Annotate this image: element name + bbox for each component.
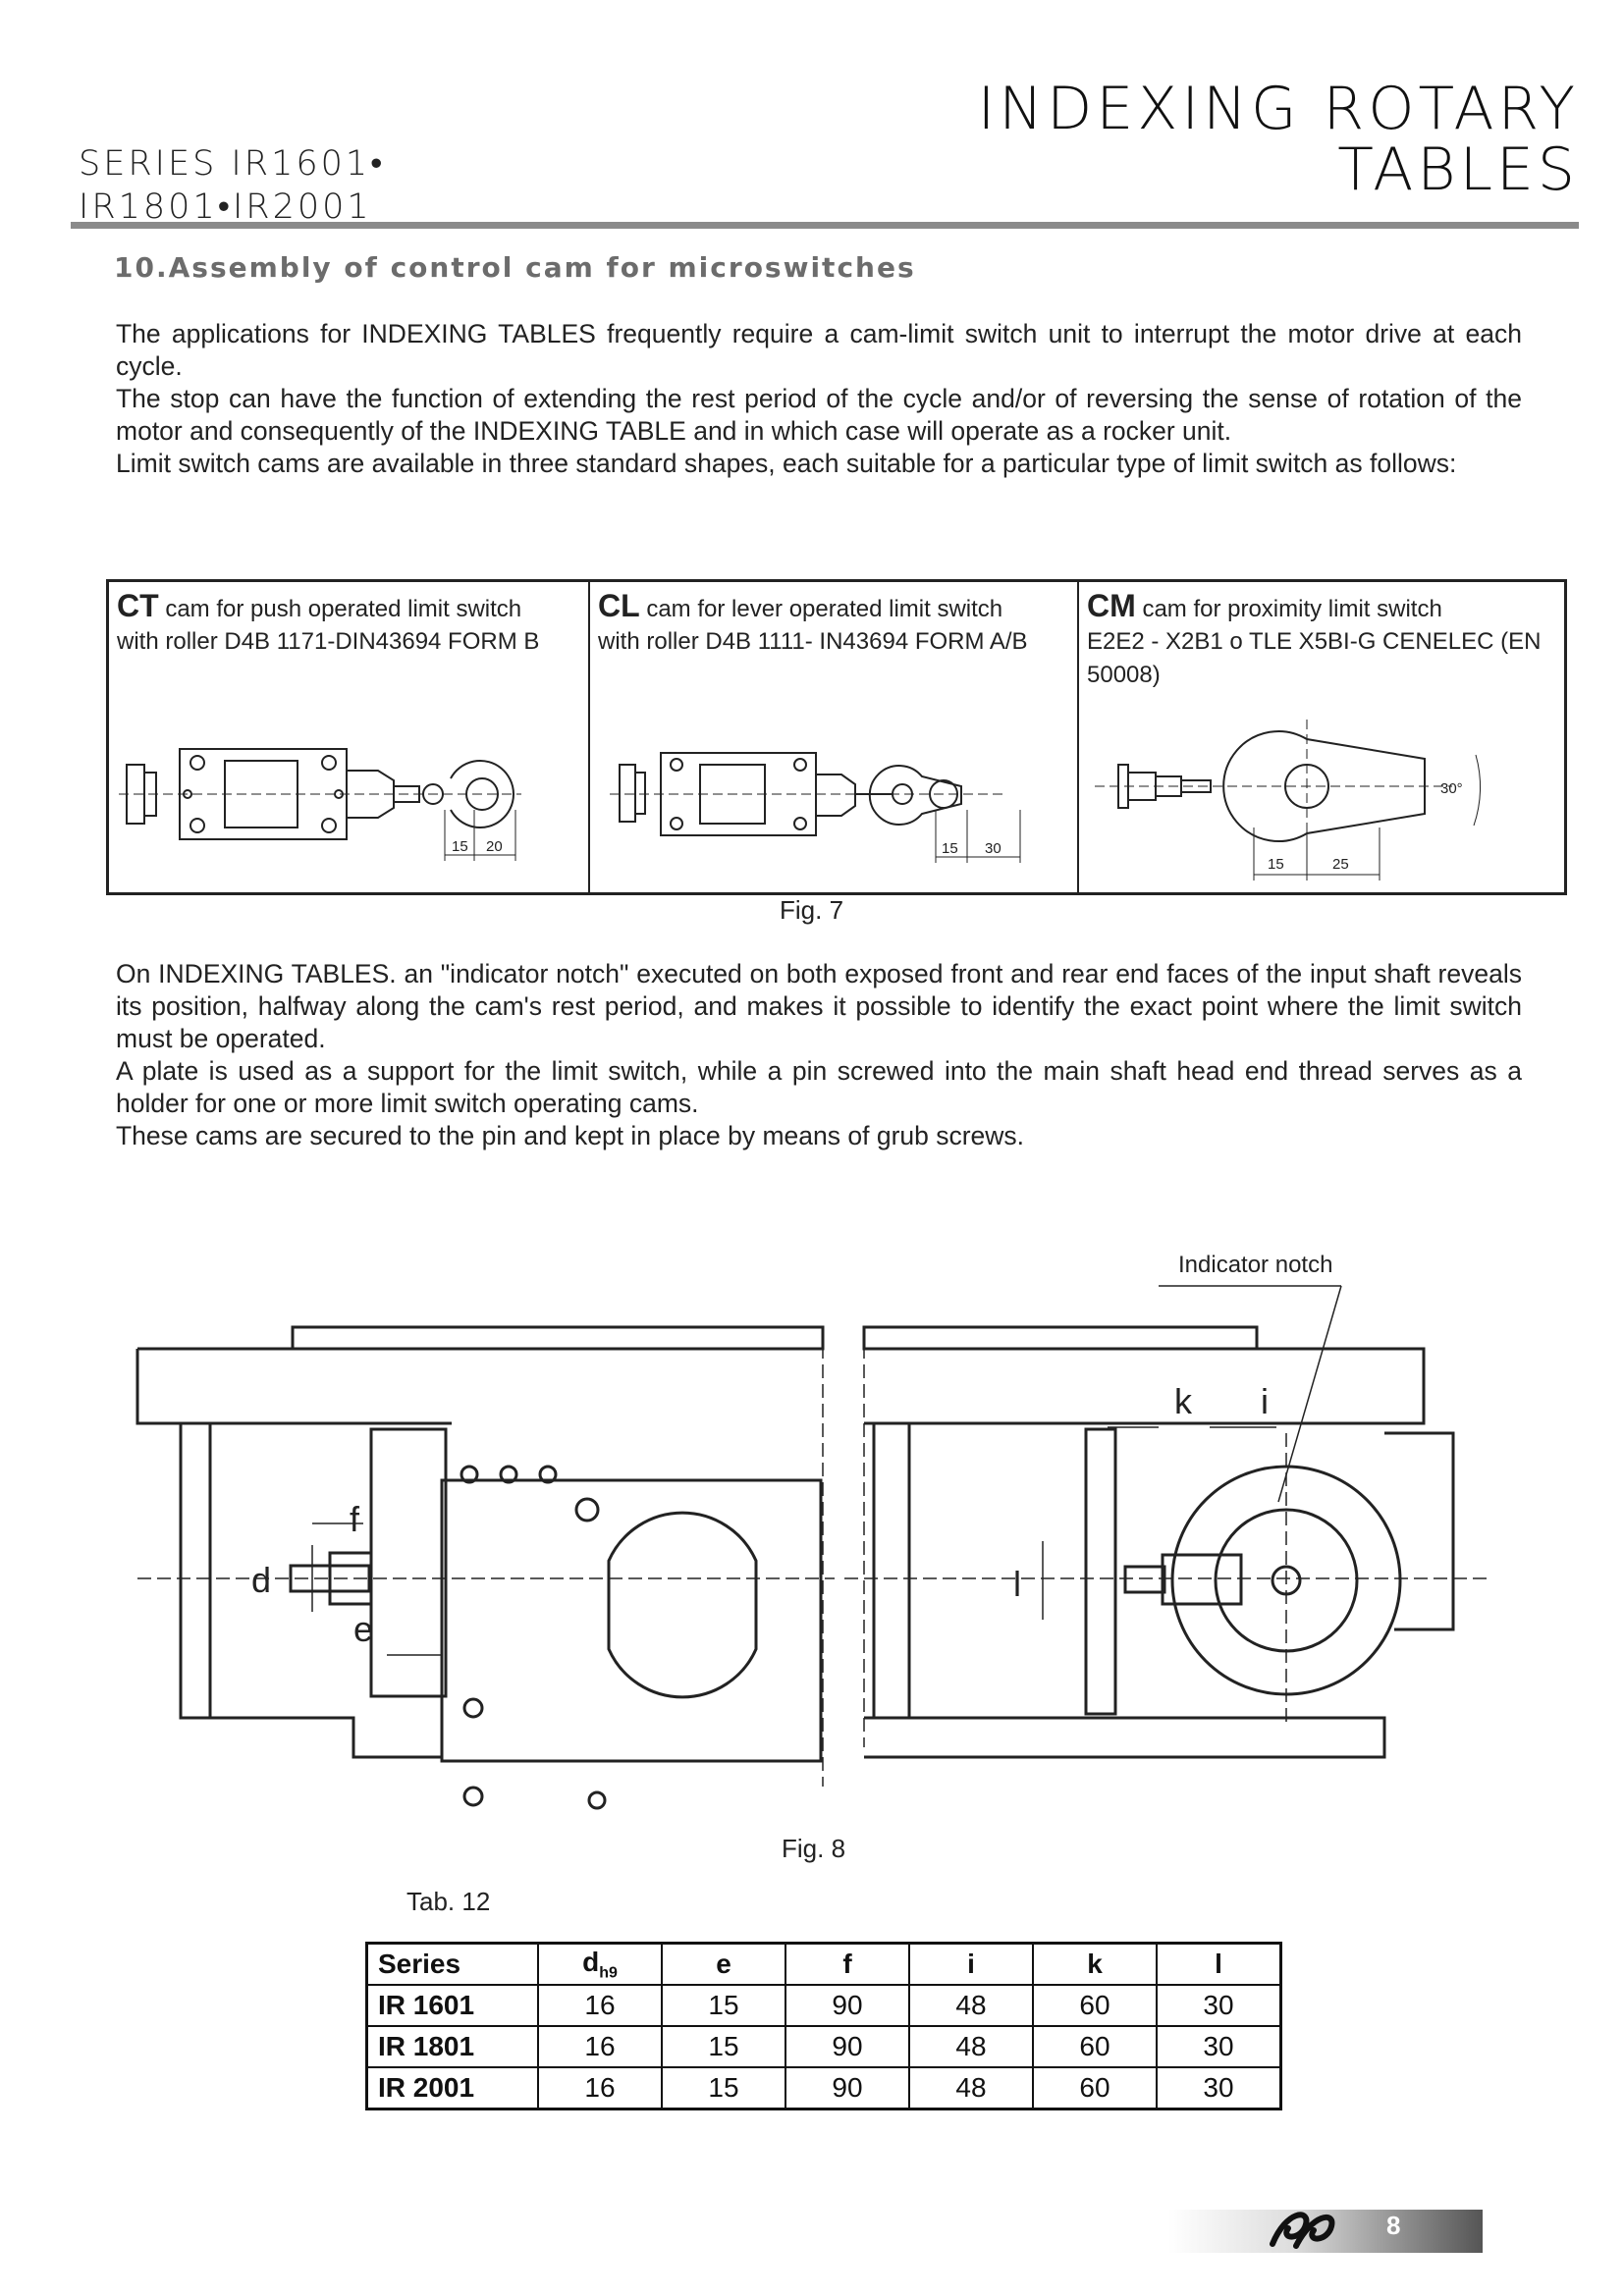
cam-desc: cam for lever operated limit switch xyxy=(646,596,1003,622)
cam-detail: with roller D4B 1171-DIN43694 FORM B xyxy=(117,628,540,655)
table-header: Series xyxy=(365,1942,539,1986)
intro-paragraph: The stop can have the function of extend… xyxy=(116,384,1522,446)
series-line-1: SERIES IR1601• xyxy=(79,144,386,184)
table-cell: 30 xyxy=(1156,2025,1282,2068)
table-cell: 60 xyxy=(1032,1984,1158,2027)
table-cell: IR 2001 xyxy=(365,2066,539,2110)
dim-label: 15 xyxy=(1268,856,1284,873)
table-cell: 16 xyxy=(537,1984,663,2027)
fig7-caption: Fig. 7 xyxy=(780,895,844,925)
table-header-row: Series dh9 e f i k l xyxy=(365,1942,1282,1986)
cam-detail: with roller D4B 1111- IN43694 FORM A/B xyxy=(598,628,1028,655)
fig8-assembly-drawing: f d e Indicator notch k i l xyxy=(135,1252,1492,1810)
table-cell: 90 xyxy=(785,1984,910,2027)
body-paragraph: On INDEXING TABLES. an "indicator notch"… xyxy=(116,959,1522,1053)
page-number: 8 xyxy=(1386,2211,1401,2240)
cam-desc: cam for proximity limit switch xyxy=(1142,596,1442,622)
intro-paragraph: The applications for INDEXING TABLES fre… xyxy=(116,319,1522,381)
table-cell: 48 xyxy=(908,1984,1034,2027)
cam-code: CT xyxy=(117,588,159,623)
intro-paragraph: Limit switch cams are available in three… xyxy=(116,449,1457,478)
table-row: IR 2001 16 15 90 48 60 30 xyxy=(365,2066,1282,2110)
cam-desc: cam for push operated limit switch xyxy=(165,596,522,622)
dim-i-label: i xyxy=(1261,1381,1269,1421)
table-cell: 90 xyxy=(785,2025,910,2068)
table-cell: 15 xyxy=(661,1984,786,2027)
table-header: e xyxy=(661,1942,786,1986)
dim-label: 30 xyxy=(985,840,1001,857)
table-header: l xyxy=(1156,1942,1282,1986)
cam-cl-cell: CL cam for lever operated limit switch w… xyxy=(588,582,1077,892)
dim-k-label: k xyxy=(1174,1381,1193,1421)
cm-cam-drawing: 30° 15 25 xyxy=(1095,720,1482,881)
dim-f-label: f xyxy=(350,1499,360,1539)
table-header: dh9 xyxy=(537,1942,663,1986)
dim-d-label: d xyxy=(251,1560,271,1600)
title-line-1: INDEXING ROTARY xyxy=(977,75,1579,143)
table-caption: Tab. 12 xyxy=(406,1887,491,1916)
dim-e-label: e xyxy=(353,1609,373,1649)
table-cell: IR 1801 xyxy=(365,2025,539,2068)
table-row: IR 1801 16 15 90 48 60 30 xyxy=(365,2025,1282,2068)
dim-label: 15 xyxy=(942,840,958,857)
cam-cm-cell: CM cam for proximity limit switch E2E2 -… xyxy=(1077,582,1570,892)
table-cell: 15 xyxy=(661,2066,786,2110)
table-header-subscript: h9 xyxy=(599,1964,618,1982)
table-row: IR 1601 16 15 90 48 60 30 xyxy=(365,1984,1282,2027)
cam-types-box: CT cam for push operated limit switch wi… xyxy=(106,579,1567,895)
dim-label: 15 xyxy=(452,838,468,855)
cam-code: CL xyxy=(598,588,640,623)
series-line-2: IR1801•IR2001 xyxy=(79,187,372,227)
header-rule xyxy=(71,222,1579,229)
table-cell: 30 xyxy=(1156,2066,1282,2110)
cl-cam-drawing: 15 30 xyxy=(610,752,1021,863)
table-cell: IR 1601 xyxy=(365,1984,539,2027)
dimensions-table: Series dh9 e f i k l IR 1601 16 15 90 48… xyxy=(365,1942,1282,2110)
body-paragraph: These cams are secured to the pin and ke… xyxy=(116,1121,1025,1150)
table-cell: 30 xyxy=(1156,1984,1282,2027)
cam-code: CM xyxy=(1087,588,1136,623)
angle-label: 30° xyxy=(1440,780,1463,797)
cam-detail: E2E2 - X2B1 o TLE X5BI-G CENELEC (EN 500… xyxy=(1087,628,1542,688)
table-cell: 48 xyxy=(908,2025,1034,2068)
table-cell: 90 xyxy=(785,2066,910,2110)
body-text: On INDEXING TABLES. an "indicator notch"… xyxy=(116,958,1522,1152)
intro-text: The applications for INDEXING TABLES fre… xyxy=(116,318,1522,480)
table-cell: 16 xyxy=(537,2025,663,2068)
document-title: INDEXING ROTARY TABLES xyxy=(978,79,1579,200)
ct-cam-drawing: 15 20 xyxy=(119,748,521,861)
series-label: SERIES IR1601• IR1801•IR2001 xyxy=(79,142,385,229)
cam-ct-cell: CT cam for push operated limit switch wi… xyxy=(109,582,588,892)
table-header: f xyxy=(785,1942,910,1986)
dim-label: 25 xyxy=(1332,856,1349,873)
indicator-notch-label: Indicator notch xyxy=(1178,1252,1332,1278)
table-cell: 16 xyxy=(537,2066,663,2110)
dim-l-label: l xyxy=(1013,1564,1021,1604)
table-cell: 60 xyxy=(1032,2066,1158,2110)
section-title: 10.Assembly of control cam for microswit… xyxy=(114,251,916,284)
table-header: i xyxy=(908,1942,1034,1986)
dim-label: 20 xyxy=(486,838,503,855)
table-header: k xyxy=(1032,1942,1158,1986)
body-paragraph: A plate is used as a support for the lim… xyxy=(116,1056,1522,1118)
table-cell: 48 xyxy=(908,2066,1034,2110)
fig8-caption: Fig. 8 xyxy=(782,1834,846,1863)
title-line-2: TABLES xyxy=(1337,135,1579,204)
brand-logo-icon xyxy=(1270,2212,1335,2249)
table-cell: 60 xyxy=(1032,2025,1158,2068)
table-cell: 15 xyxy=(661,2025,786,2068)
